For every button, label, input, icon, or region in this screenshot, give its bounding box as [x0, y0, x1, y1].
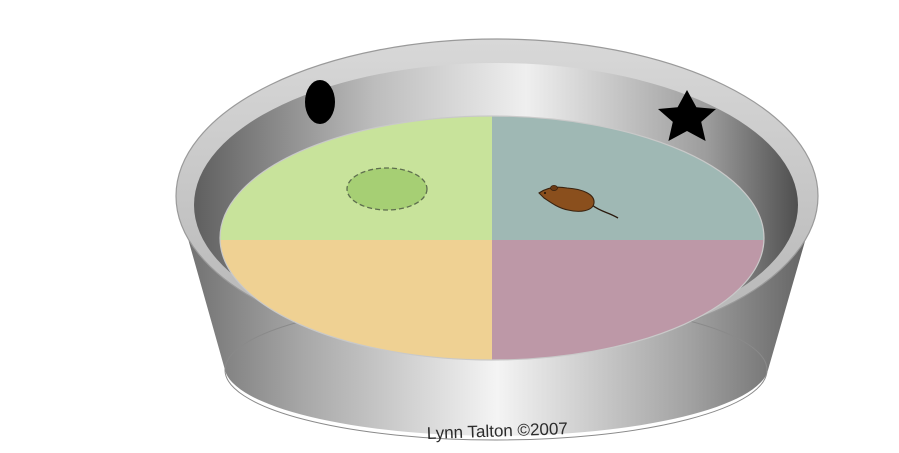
- mouse-eye: [544, 192, 546, 194]
- credit-text: Lynn Talton ©2007: [426, 419, 568, 443]
- hidden-platform: [347, 168, 427, 210]
- oval-cue-icon: [305, 80, 335, 124]
- mouse-ear: [551, 185, 558, 190]
